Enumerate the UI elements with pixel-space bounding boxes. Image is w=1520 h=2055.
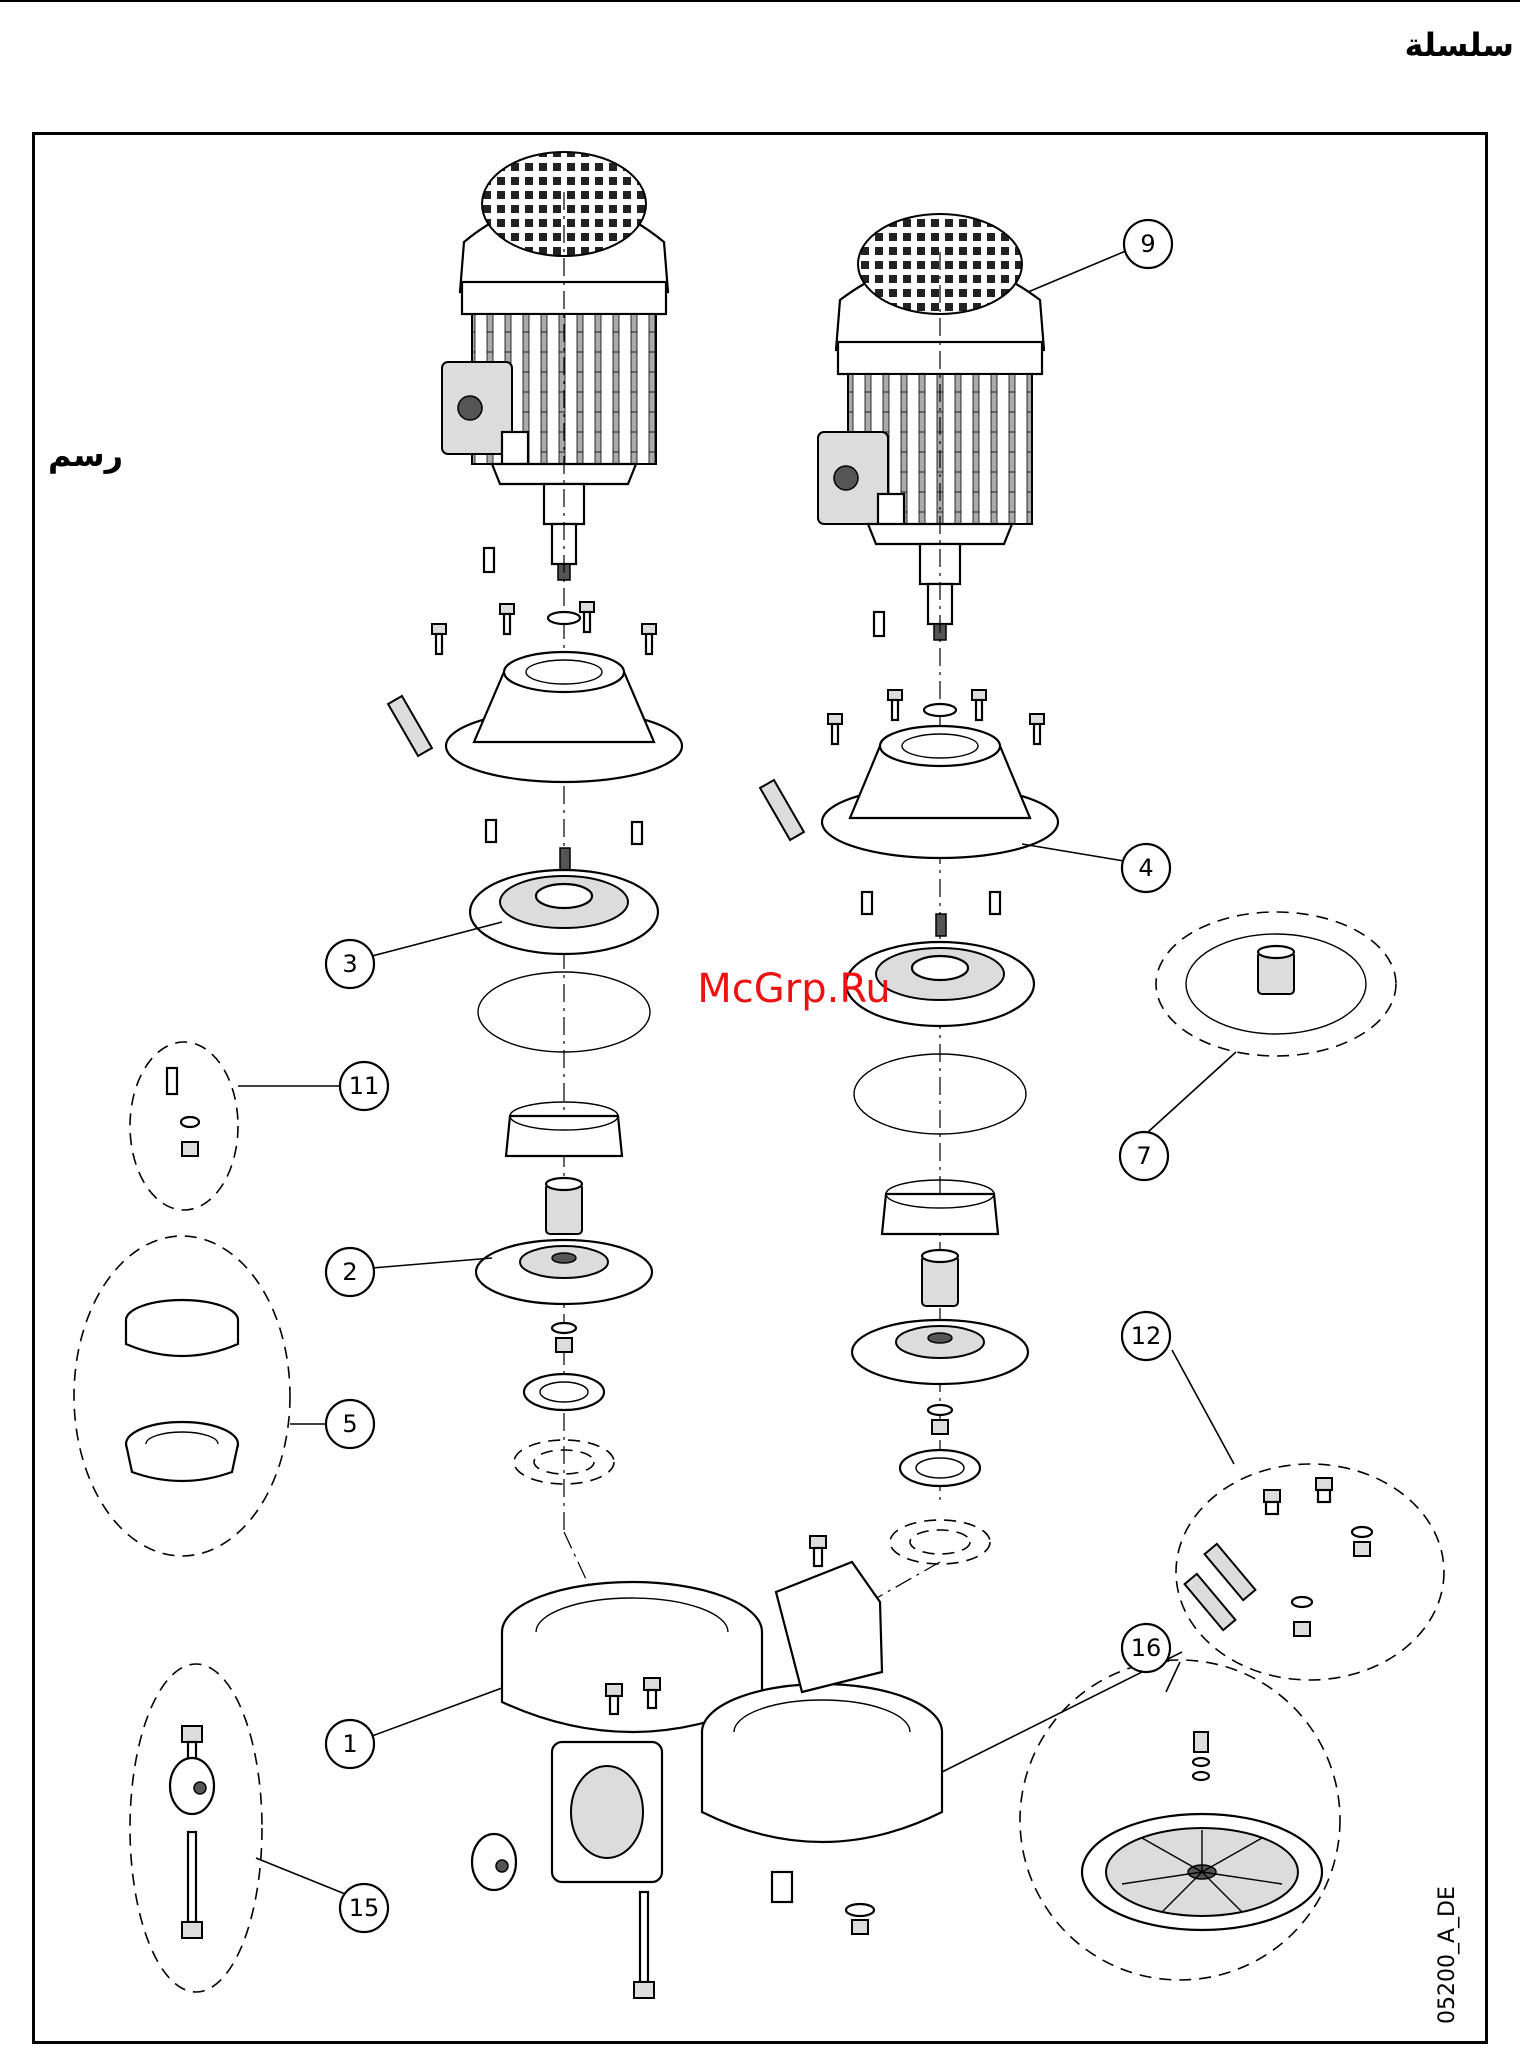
left-stack (388, 548, 682, 1484)
callout-11: 11 (340, 1062, 388, 1110)
svg-text:3: 3 (342, 950, 357, 978)
svg-text:5: 5 (342, 1410, 357, 1438)
callout-5: 5 (326, 1400, 374, 1448)
top-rule (0, 0, 1520, 2)
watermark: McGrp.Ru (697, 966, 890, 1012)
svg-text:16: 16 (1131, 1634, 1162, 1662)
right-stack (760, 612, 1058, 1564)
svg-text:12: 12 (1131, 1322, 1162, 1350)
callout-15: 15 (340, 1884, 388, 1932)
detail-group-16 (1020, 1660, 1340, 1980)
drawing-code: 05200_A_DE (1435, 1886, 1460, 2024)
callout-1: 1 (326, 1720, 374, 1768)
left-motor (442, 152, 668, 580)
detail-group-5 (74, 1236, 290, 1556)
callout-3: 3 (326, 940, 374, 988)
right-motor (818, 214, 1044, 640)
detail-group-12 (1176, 1464, 1444, 1680)
series-heading: سلسلة (1404, 26, 1514, 64)
callout-16: 16 (1122, 1624, 1170, 1672)
twin-pump-casing (472, 1532, 942, 1998)
svg-text:2: 2 (342, 1258, 357, 1286)
svg-text:1: 1 (342, 1730, 357, 1758)
svg-text:4: 4 (1138, 854, 1153, 882)
exploded-pump-drawing: 1 2 3 4 5 7 9 11 12 15 16 McGrp.Ru 0520 (32, 132, 1488, 2044)
callout-9: 9 (1124, 220, 1172, 268)
svg-text:11: 11 (349, 1072, 380, 1100)
detail-group-7 (1156, 912, 1396, 1056)
callout-4: 4 (1122, 844, 1170, 892)
svg-text:15: 15 (349, 1894, 380, 1922)
detail-group-11 (130, 1042, 238, 1210)
callout-12: 12 (1122, 1312, 1170, 1360)
callout-7: 7 (1120, 1132, 1168, 1180)
svg-text:7: 7 (1136, 1142, 1151, 1170)
detail-group-15 (130, 1664, 262, 1992)
callout-2: 2 (326, 1248, 374, 1296)
svg-text:9: 9 (1140, 230, 1155, 258)
